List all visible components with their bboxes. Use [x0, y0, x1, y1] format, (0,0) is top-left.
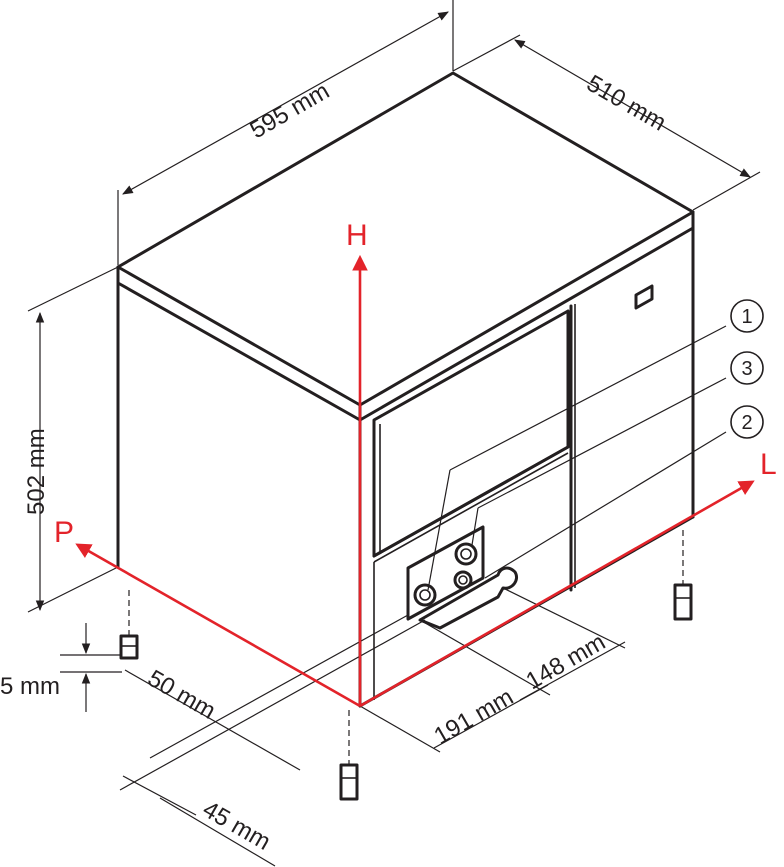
water-inlet-icon [454, 542, 478, 566]
depth-dimension-line [514, 39, 751, 178]
callout-label-1: 1 [741, 306, 752, 328]
depth-label: 510 mm [582, 70, 671, 137]
axis-depth-label: P [54, 516, 74, 549]
door-panel [372, 309, 570, 558]
axis-depth [75, 543, 361, 708]
machine-body [116, 71, 695, 801]
foot-front [339, 710, 359, 801]
axis-length-label: L [760, 448, 777, 481]
callout-circle-3 [730, 351, 764, 385]
callout-label-2: 2 [741, 412, 752, 434]
axis-height-label: H [346, 219, 368, 252]
offset-191-label: 191 mm [430, 683, 519, 750]
offset-45-label: 45 mm [198, 796, 275, 856]
switch-icon [634, 284, 654, 310]
callout-label-3: 3 [741, 358, 752, 380]
axis-length [359, 480, 755, 708]
foot-left [119, 590, 139, 660]
top-face [116, 71, 695, 407]
offset-50-label: 50 mm [143, 665, 220, 725]
offset-45-dimension-line [122, 775, 197, 816]
axes [75, 254, 755, 708]
callout-leaders [427, 299, 764, 591]
foot-right [673, 530, 693, 621]
offset-148-dimension-line [519, 641, 626, 701]
height-label: 502 mm [23, 428, 50, 515]
width-label: 595 mm [246, 77, 335, 144]
dimension-lines [27, 0, 761, 867]
callout-circle-1 [730, 299, 764, 333]
drain-icon [453, 570, 473, 590]
connection-plate [406, 525, 485, 621]
offset-148-label: 148 mm [522, 628, 611, 695]
callout-circle-2 [730, 405, 764, 439]
power-cable-icon [413, 583, 437, 607]
top-rim-side [358, 210, 695, 422]
foot-height-label: 5 mm [0, 673, 60, 700]
width-dimension-line [122, 11, 449, 195]
top-rim-front [116, 265, 362, 422]
